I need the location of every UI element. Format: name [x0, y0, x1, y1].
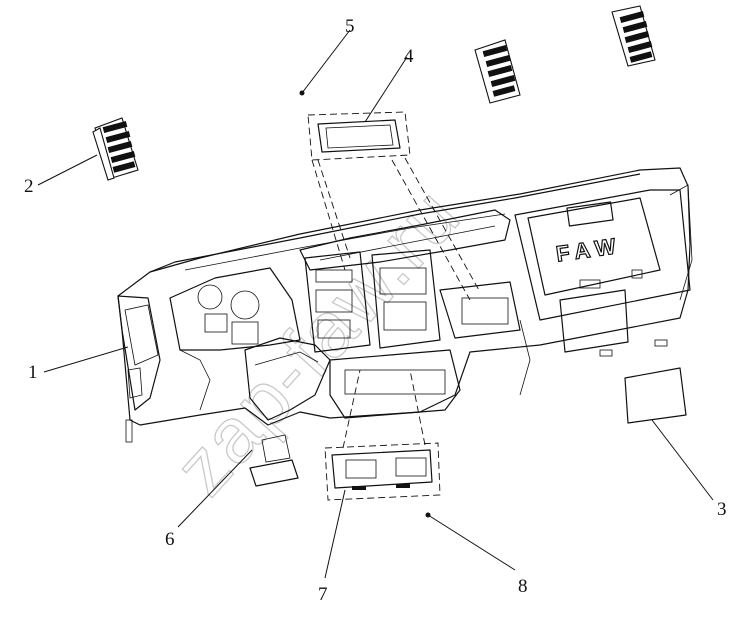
upper-trim-panel-part-4	[307, 111, 481, 301]
upper-air-vent-middle	[474, 39, 521, 104]
lower-switch-panel-part-7	[324, 369, 441, 501]
callout-4: 4	[404, 46, 414, 67]
callout-1: 1	[28, 362, 38, 383]
callout-8: 8	[518, 576, 528, 597]
callout-5: 5	[345, 16, 355, 37]
left-air-vent	[92, 117, 139, 181]
watermark-text: zap-faw.ru	[157, 170, 477, 511]
faw-logo: FAW	[555, 233, 624, 267]
cover-plate-part-3	[624, 367, 687, 424]
dashboard-body: FAW	[117, 167, 693, 487]
callout-leaders	[37, 29, 714, 579]
callout-labels: 1 2 3 4 5 6 7 8	[24, 16, 727, 605]
watermark: zap-faw.ru	[157, 170, 478, 512]
callout-7: 7	[318, 584, 328, 605]
callout-6: 6	[165, 529, 175, 550]
callout-3: 3	[717, 499, 727, 520]
callout-2: 2	[24, 176, 34, 197]
upper-air-vent-right	[611, 5, 656, 67]
